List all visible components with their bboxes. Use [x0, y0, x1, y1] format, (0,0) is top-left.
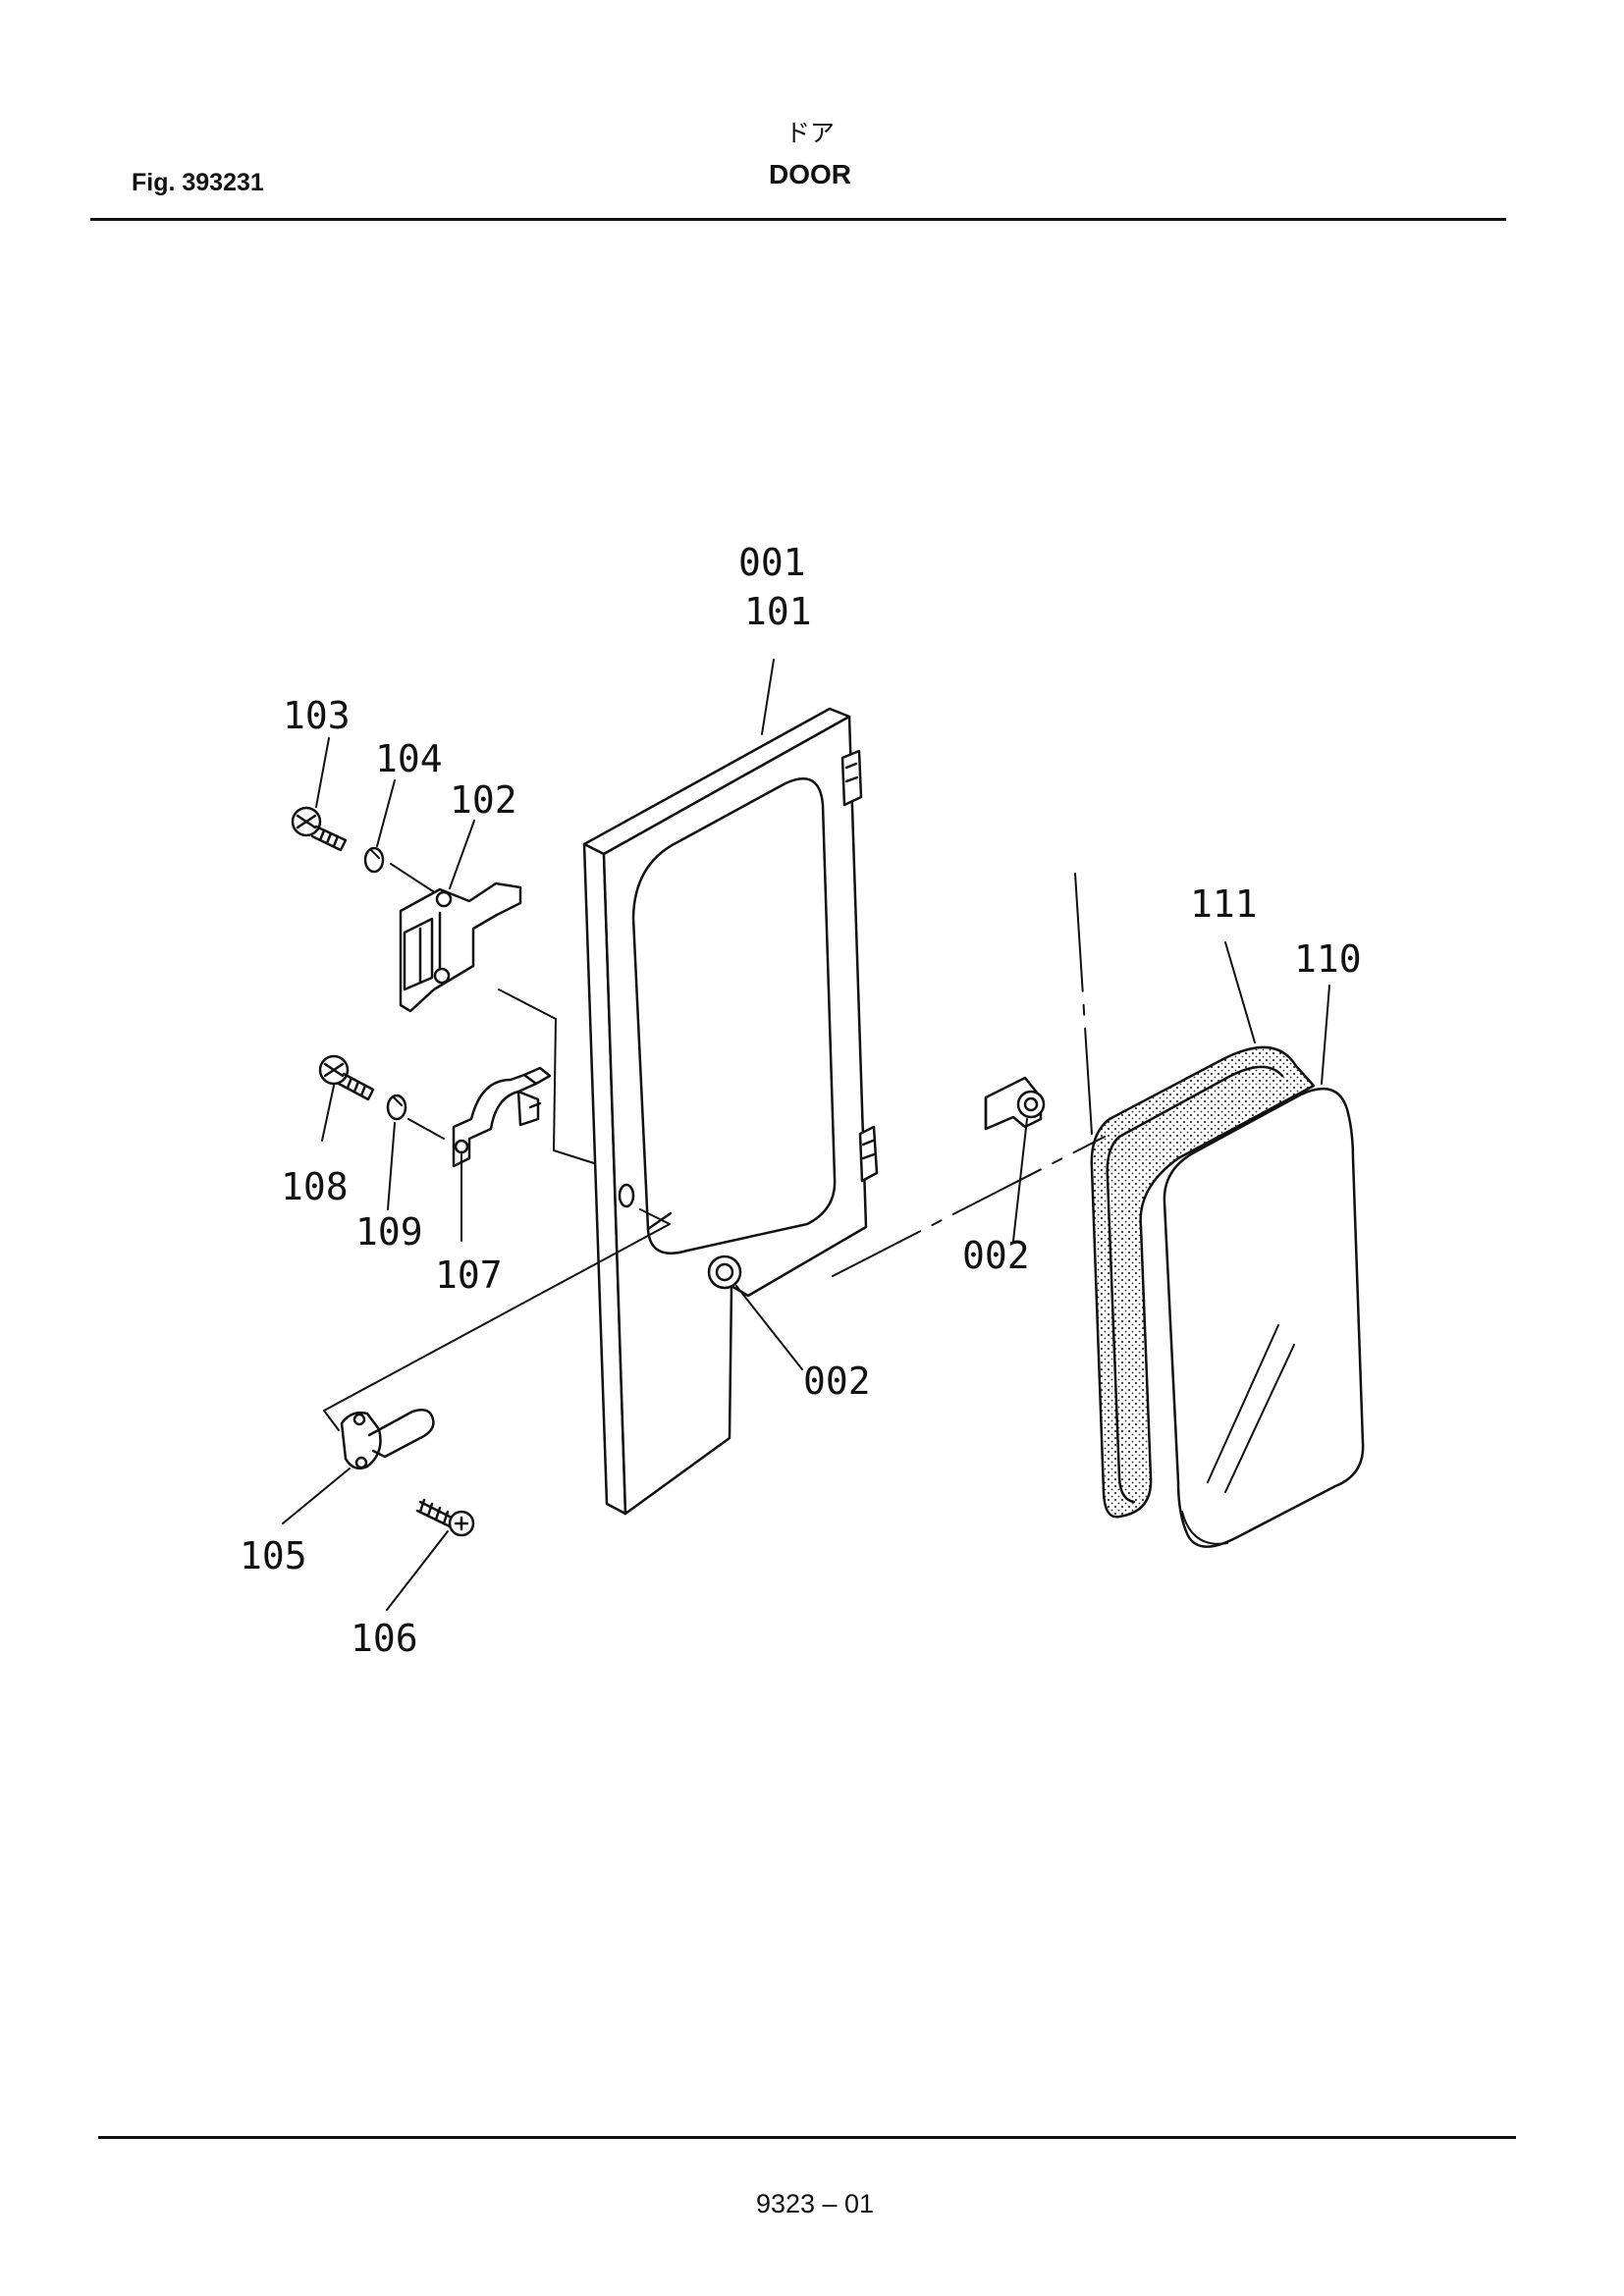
label-002-right: 002 — [962, 1234, 1030, 1277]
figure-number: Fig. 393231 — [132, 169, 264, 196]
latch-102 — [399, 881, 522, 1013]
clamp-107 — [452, 1066, 552, 1168]
window-seal-111 — [1090, 1045, 1316, 1519]
label-001: 001 — [738, 541, 806, 584]
label-002-center: 002 — [803, 1360, 871, 1403]
handle-105 — [340, 1409, 435, 1469]
label-107: 107 — [435, 1254, 503, 1297]
clip-002-right — [984, 1076, 1046, 1131]
label-105: 105 — [240, 1534, 307, 1577]
label-103: 103 — [283, 694, 351, 737]
door-panel — [582, 707, 879, 1516]
reference-lines — [323, 873, 1106, 1431]
washer-104 — [363, 846, 385, 874]
header-rule — [90, 218, 1506, 221]
footer-rule — [98, 2136, 1516, 2139]
page-number: 9323 – 01 — [755, 2189, 875, 2218]
title-japanese: ドア — [785, 119, 835, 147]
leader-lines — [282, 659, 1330, 1611]
bolt-103 — [291, 806, 348, 852]
label-101: 101 — [744, 590, 812, 633]
label-104: 104 — [375, 737, 443, 780]
label-111: 111 — [1190, 882, 1258, 926]
label-109: 109 — [355, 1210, 423, 1254]
part-labels: 001 101 103 104 102 111 110 108 109 107 … — [240, 541, 1362, 1660]
washer-109 — [386, 1094, 407, 1121]
label-108: 108 — [281, 1165, 349, 1208]
title-english: DOOR — [769, 159, 851, 189]
label-102: 102 — [450, 778, 517, 822]
glass-pane-110 — [1163, 1087, 1365, 1548]
label-110: 110 — [1294, 937, 1362, 981]
screw-106 — [415, 1498, 475, 1537]
label-106: 106 — [351, 1617, 418, 1660]
bolt-108 — [318, 1054, 375, 1101]
